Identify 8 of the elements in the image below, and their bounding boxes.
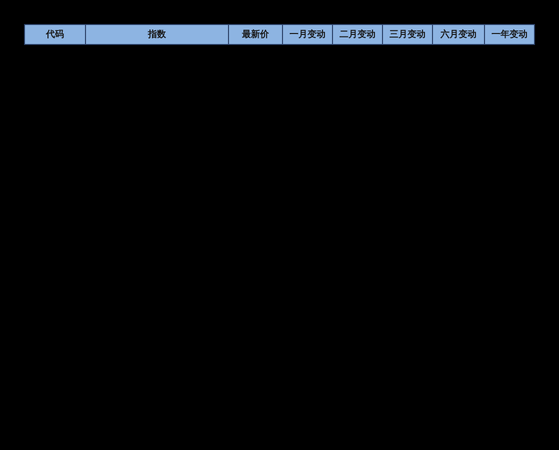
column-header: 最新价: [228, 24, 282, 44]
column-header: 一月变动: [282, 24, 332, 44]
column-header: 二月变动: [332, 24, 382, 44]
column-header: 指数: [86, 24, 228, 44]
column-header: 代码: [24, 24, 86, 44]
column-header: 六月变动: [432, 24, 484, 44]
column-header: 一年变动: [484, 24, 534, 44]
column-header: 三月变动: [382, 24, 432, 44]
